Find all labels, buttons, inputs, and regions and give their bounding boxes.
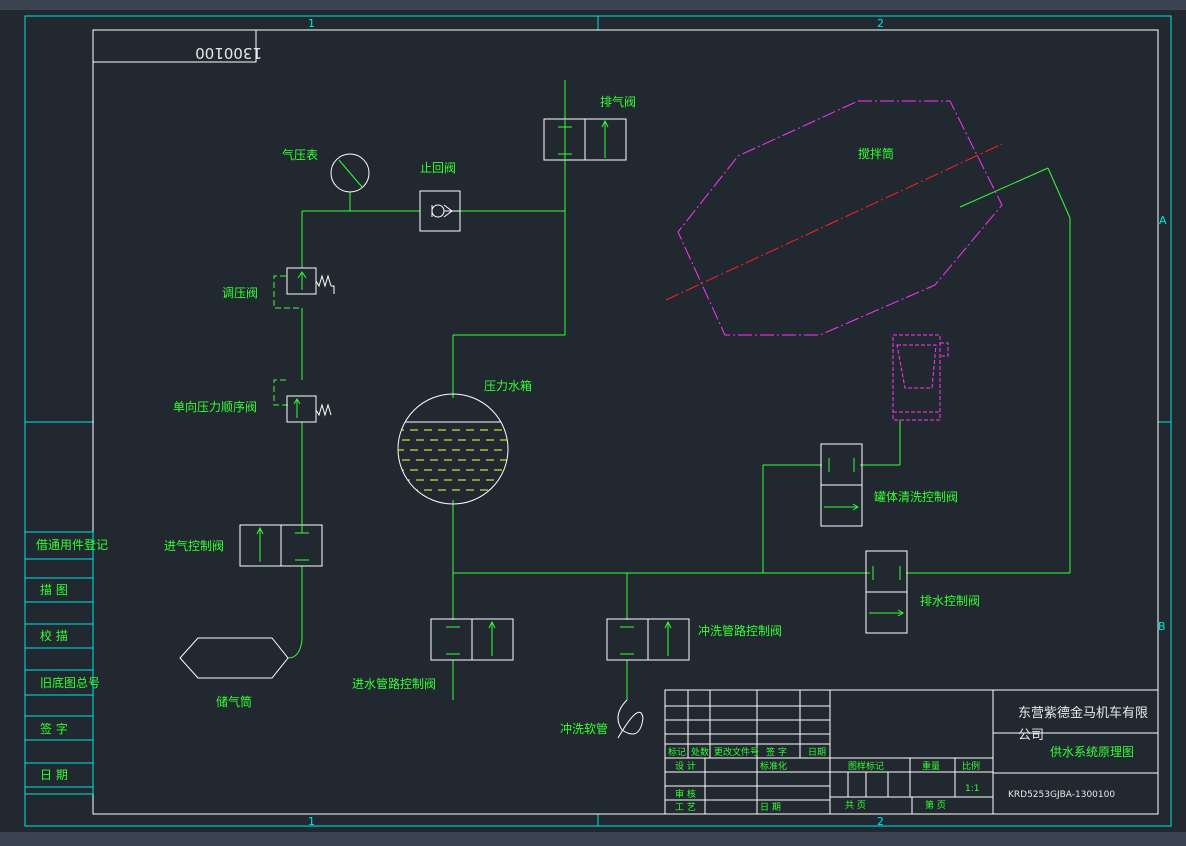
mixer-drum-axis bbox=[665, 143, 1003, 301]
drum-cleaning-valve bbox=[820, 443, 863, 527]
sign-row: 设 计 bbox=[675, 760, 696, 772]
pressure-gauge-label: 气压表 bbox=[282, 147, 318, 162]
pipe-network bbox=[273, 80, 1071, 700]
side-table-cell: 校 描 bbox=[40, 628, 68, 643]
sequence-valve-label: 单向压力顺序阀 bbox=[173, 399, 257, 414]
water-inlet-valve-label: 进水管路控制阀 bbox=[352, 676, 436, 691]
air-tank-label: 储气筒 bbox=[216, 694, 252, 709]
sign-row: 标准化 bbox=[760, 760, 787, 772]
side-table bbox=[24, 531, 94, 795]
exhaust-valve bbox=[543, 118, 627, 161]
drawing-number-box: 1300100 bbox=[195, 44, 262, 62]
flush-hose bbox=[617, 699, 644, 739]
stage-header: 图样标记 bbox=[848, 760, 884, 772]
bottom-strip bbox=[0, 832, 1186, 846]
rev-header: 更改文件号 bbox=[714, 746, 759, 758]
zone-right-a: A bbox=[1159, 214, 1167, 227]
inner-frame bbox=[92, 29, 1159, 815]
pressure-gauge bbox=[330, 153, 370, 193]
rev-header: 日期 bbox=[808, 747, 826, 758]
top-strip bbox=[0, 0, 1186, 10]
rev-header: 处数 bbox=[691, 746, 709, 758]
drawing-code: KRD5253GJBA-1300100 bbox=[1008, 790, 1115, 800]
mixer-drum-label: 搅拌筒 bbox=[858, 146, 894, 161]
air-inlet-valve-label: 进气控制阀 bbox=[164, 538, 224, 553]
title-block bbox=[664, 689, 1159, 815]
side-table-cell: 借通用件登记 bbox=[36, 537, 108, 552]
drain-valve-label: 排水控制阀 bbox=[920, 594, 980, 608]
sequence-valve bbox=[286, 395, 317, 423]
flush-pipe-valve bbox=[606, 618, 690, 661]
sheet-total: 共 页 bbox=[845, 800, 866, 811]
sign-row: 工 艺 bbox=[675, 802, 696, 813]
rev-header: 标记 bbox=[668, 746, 686, 758]
drawing-title: 供水系统原理图 bbox=[1050, 745, 1134, 759]
sign-row: 日 期 bbox=[760, 802, 781, 813]
company-name-line1: 东营紫德金马机车有限 bbox=[1018, 705, 1148, 721]
sign-row: 审 核 bbox=[675, 788, 696, 800]
exhaust-valve-label: 排气阀 bbox=[600, 94, 636, 109]
mixer-drum bbox=[677, 100, 1003, 336]
side-table-cell: 日 期 bbox=[40, 768, 68, 782]
rev-header: 签 字 bbox=[766, 746, 787, 758]
mixer-hopper bbox=[892, 334, 949, 421]
zone-top-1: 1 bbox=[308, 17, 315, 30]
water-inlet-valve bbox=[430, 618, 514, 661]
company-name-line2: 公司 bbox=[1018, 728, 1044, 743]
side-table-cell: 旧底图总号 bbox=[40, 675, 100, 690]
scale-value: 1:1 bbox=[965, 784, 979, 794]
regulator-valve-label: 调压阀 bbox=[222, 286, 258, 300]
stage-header: 比例 bbox=[962, 760, 980, 772]
side-table-cell: 签 字 bbox=[40, 721, 68, 736]
pressure-water-tank bbox=[397, 393, 509, 505]
outer-border bbox=[24, 15, 1172, 827]
flush-hose-label: 冲洗软管 bbox=[560, 721, 608, 736]
flush-pipe-valve-label: 冲洗管路控制阀 bbox=[698, 623, 782, 638]
air-inlet-valve bbox=[239, 524, 323, 567]
stage-header: 重量 bbox=[922, 760, 940, 772]
zone-right-b: B bbox=[1158, 620, 1166, 633]
drum-cleaning-valve-label: 罐体清洗控制阀 bbox=[874, 490, 958, 504]
zone-bottom-2: 2 bbox=[877, 815, 884, 828]
sheet-number: 第 页 bbox=[925, 799, 946, 811]
zone-bottom-1: 1 bbox=[308, 815, 315, 828]
zone-top-2: 2 bbox=[877, 17, 884, 30]
air-tank bbox=[179, 637, 289, 679]
pressure-water-tank-label: 压力水箱 bbox=[484, 378, 532, 393]
side-table-cell: 描 图 bbox=[40, 583, 68, 597]
check-valve-label: 止回阀 bbox=[420, 161, 456, 175]
drain-valve bbox=[865, 550, 908, 634]
